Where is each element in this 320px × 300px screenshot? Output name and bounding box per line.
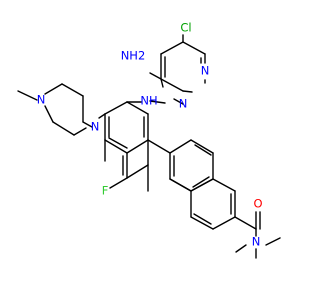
pyrimidine-n3-label: N — [179, 97, 188, 111]
pyrimidine-n1-label: N — [201, 64, 210, 78]
carbonyl-o-label: O — [253, 197, 262, 211]
molecule-structure-diagram: NH2 Cl N N NH N N F O N — [17, 21, 281, 259]
chloro-label: Cl — [180, 21, 191, 35]
anilino-nh-label: NH — [140, 94, 157, 108]
piperazine-n-aryl-label: N — [91, 120, 100, 134]
atom-label-layer: NH2 Cl N N NH N N F O N — [37, 21, 263, 249]
bond-layer — [17, 34, 281, 259]
amide-n-label: N — [252, 235, 261, 249]
fluoro-label: F — [102, 184, 109, 198]
amine-nh2-label: NH2 — [121, 49, 146, 63]
piperazine-n-methyl-label: N — [37, 93, 46, 107]
